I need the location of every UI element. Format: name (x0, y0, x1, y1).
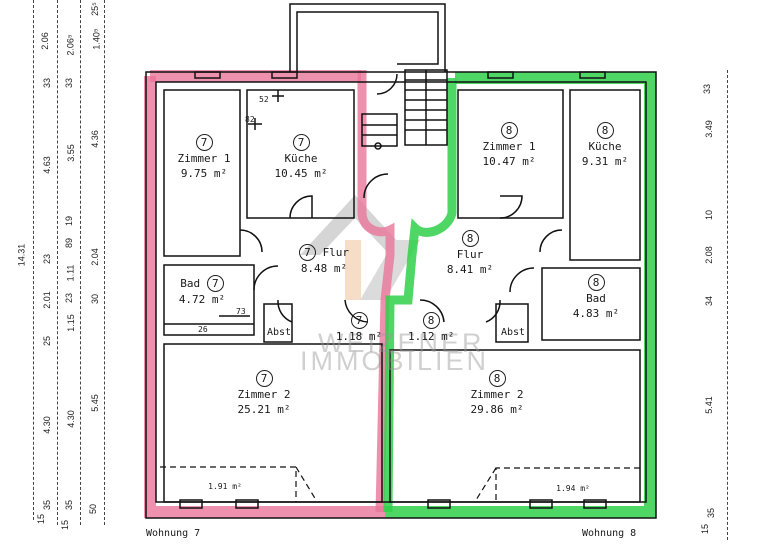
room-w8-kueche: 8 Küche 9.31 m² (570, 122, 640, 169)
room-area: 10.47 m² (482, 155, 536, 168)
room-w7-small: 7 1.18 m² (334, 312, 384, 344)
watermark-line2: IMMOBILIEN (300, 346, 490, 376)
room-name: Zimmer 1 (177, 152, 231, 165)
room-w8-flur: 8 Flur 8.41 m² (440, 230, 500, 277)
room-w7-zimmer1: 7 Zimmer 1 9.75 m² (168, 134, 240, 181)
unit-number-badge: 8 (587, 274, 605, 291)
wohnung-7-label: Wohnung 7 (146, 528, 201, 539)
watermark-line1: WEIZENER (318, 328, 485, 358)
unit-number-badge: 8 (488, 370, 506, 387)
room-name: Zimmer 2 (470, 388, 524, 401)
room-area: 9.31 m² (581, 155, 629, 168)
room-name: Flur (322, 246, 350, 259)
room-w8-bad: 8 Bad 4.83 m² (566, 274, 626, 321)
room-w8-zimmer2: 8 Zimmer 2 29.86 m² (452, 370, 542, 417)
room-area: 8.48 m² (300, 262, 348, 275)
room-area: 9.75 m² (180, 167, 228, 180)
room-w7-flur: 7 Flur 8.48 m² (286, 244, 362, 276)
room-area: 25.21 m² (237, 403, 291, 416)
wohnung-8-outline (383, 72, 656, 518)
annotation: 52 (259, 95, 269, 104)
room-area: 1.18 m² (335, 330, 383, 343)
room-w7-bad: Bad 7 4.72 m² (166, 275, 238, 307)
room-area: 4.72 m² (178, 293, 226, 306)
unit-number-badge: 8 (461, 230, 479, 247)
room-area: 10.45 m² (274, 167, 328, 180)
room-name: Zimmer 2 (237, 388, 291, 401)
annotation: 82 (245, 115, 255, 124)
room-w7-builtin-area: 1.91 m² (208, 482, 242, 491)
unit-number-badge: 7 (350, 312, 368, 329)
unit-number-badge: 8 (422, 312, 440, 329)
room-w7-abst: Abst (266, 327, 292, 338)
room-name: Küche (588, 140, 622, 153)
room-area: 8.41 m² (446, 263, 494, 276)
unit-number-badge: 8 (596, 122, 614, 139)
annotation: 73 (236, 307, 246, 316)
room-name: Bad (586, 292, 606, 305)
room-w7-kueche: 7 Küche 10.45 m² (258, 134, 344, 181)
unit-number-badge: 7 (298, 244, 316, 261)
unit-number-badge: 8 (500, 122, 518, 139)
room-name: 1.12 m² (408, 330, 455, 343)
room-area: 29.86 m² (470, 403, 524, 416)
room-area: 4.83 m² (572, 307, 620, 320)
unit-number-badge: 7 (195, 134, 213, 151)
annotation: 26 (198, 325, 208, 334)
room-name: Zimmer 1 (482, 140, 536, 153)
unit-number-badge: 7 (206, 275, 224, 292)
unit-number-badge: 7 (292, 134, 310, 151)
room-name: Küche (284, 152, 318, 165)
room-w7-zimmer2: 7 Zimmer 2 25.21 m² (224, 370, 304, 417)
unit-number-badge: 7 (255, 370, 273, 387)
room-w8-abst: Abst (500, 327, 526, 338)
room-w8-builtin-area: 1.94 m² (556, 484, 590, 493)
room-w8-small: 8 1.12 m² (408, 312, 454, 344)
room-name: Flur (456, 248, 484, 261)
room-w8-zimmer1: 8 Zimmer 1 10.47 m² (466, 122, 552, 169)
room-name: Bad (180, 277, 201, 290)
wohnung-8-label: Wohnung 8 (582, 528, 637, 539)
